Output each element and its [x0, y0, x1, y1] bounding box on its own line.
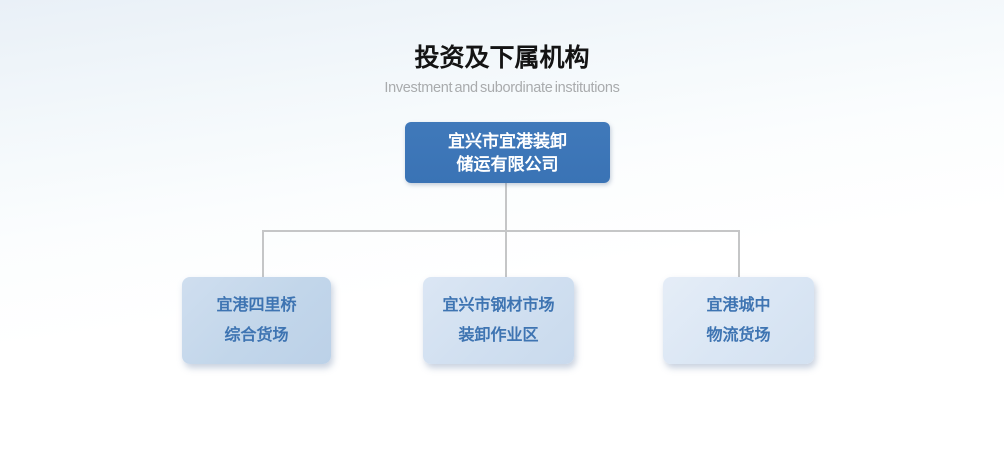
org-node-child-1-line2: 综合货场 [224, 326, 289, 344]
org-node-child-2-line1: 宜兴市钢材市场 [442, 296, 555, 314]
org-node-child-3: 宜港城中 物流货场 [663, 277, 814, 364]
connector-drop-middle [505, 231, 507, 277]
connector-crossbar [262, 230, 740, 232]
org-node-child-1: 宜港四里桥 综合货场 [182, 277, 331, 364]
page-title: 投资及下属机构 [414, 44, 590, 72]
org-node-child-3-line1: 宜港城中 [706, 296, 771, 314]
connector-root-stem [505, 183, 507, 232]
org-node-child-2-line2: 装卸作业区 [458, 326, 539, 344]
connector-drop-right [738, 231, 740, 277]
org-node-child-3-line2: 物流货场 [706, 326, 771, 344]
org-node-child-1-line1: 宜港四里桥 [216, 296, 297, 314]
org-node-root-line2: 储运有限公司 [456, 154, 559, 174]
org-node-root-line1: 宜兴市宜港装卸 [448, 131, 567, 151]
org-node-root: 宜兴市宜港装卸 储运有限公司 [405, 122, 610, 183]
org-node-child-2: 宜兴市钢材市场 装卸作业区 [423, 277, 574, 364]
connector-drop-left [262, 231, 264, 277]
page-subtitle: Investment and subordinate institutions [384, 80, 620, 96]
